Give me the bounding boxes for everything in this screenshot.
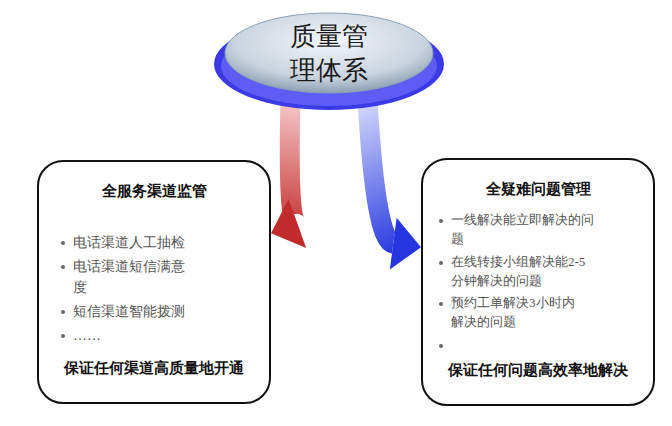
bullet-dot (439, 302, 443, 306)
bullet-dot (61, 310, 65, 314)
content-box: 全疑难问题管理一线解决能立即解决的问 题在线转接小组解决能2-5 分钟解决的问题… (421, 158, 655, 406)
curved-arrow (368, 100, 421, 269)
box-heading: 全疑难问题管理 (423, 180, 653, 199)
bullet-text: 电话渠道短信满意 度 (73, 257, 193, 298)
bullet-row: 一线解决能立即解决的问 题 (439, 211, 653, 249)
bullet-row: 电话渠道人工抽检 (61, 233, 269, 253)
bullet-row: 预约工单解决3小时内 解决的问题 (439, 294, 653, 332)
bullet-row: 在线转接小组解决能2-5 分钟解决的问题 (439, 253, 653, 291)
bullet-text: 短信渠道智能拨测 (73, 302, 193, 322)
arrow-head (271, 199, 306, 248)
ellipse-label: 质量管 理体系 (277, 20, 381, 88)
bullet-dot (439, 344, 443, 348)
bullet-list: 电话渠道人工抽检电话渠道短信满意 度短信渠道智能拨测 …… (61, 233, 269, 346)
bullet-dot (439, 219, 443, 223)
bullet-dot (61, 265, 65, 269)
box-footer: 保证任何渠道高质量地开通 (39, 359, 269, 378)
title-ellipse: 质量管 理体系 (212, 6, 446, 112)
bullet-dot (61, 241, 65, 245)
bullet-text: 预约工单解决3小时内 解决的问题 (451, 294, 599, 332)
arrow-body (290, 100, 298, 223)
curved-arrow (271, 100, 306, 248)
content-box: 全服务渠道监管电话渠道人工抽检电话渠道短信满意 度短信渠道智能拨测 …… 保证任何渠… (37, 160, 271, 404)
bullet-row: …… (61, 326, 269, 346)
bullet-text: 在线转接小组解决能2-5 分钟解决的问题 (451, 253, 599, 291)
box-footer: 保证任何问题高效率地解决 (423, 361, 653, 380)
bullet-dot (61, 334, 65, 338)
bullet-row: 电话渠道短信满意 度 (61, 257, 269, 298)
bullet-dot (439, 261, 443, 265)
arrow-head (390, 218, 421, 270)
ellipse-face (225, 13, 433, 93)
bullet-text: 一线解决能立即解决的问 题 (451, 211, 599, 249)
box-heading: 全服务渠道监管 (39, 182, 269, 201)
bullet-row: 短信渠道智能拨测 (61, 302, 269, 322)
bullet-list: 一线解决能立即解决的问 题在线转接小组解决能2-5 分钟解决的问题预约工单解决3… (439, 211, 653, 348)
bullet-row (439, 336, 653, 348)
bullet-text: …… (73, 326, 193, 346)
arrow-body (368, 100, 394, 243)
bullet-text: 电话渠道人工抽检 (73, 233, 193, 253)
